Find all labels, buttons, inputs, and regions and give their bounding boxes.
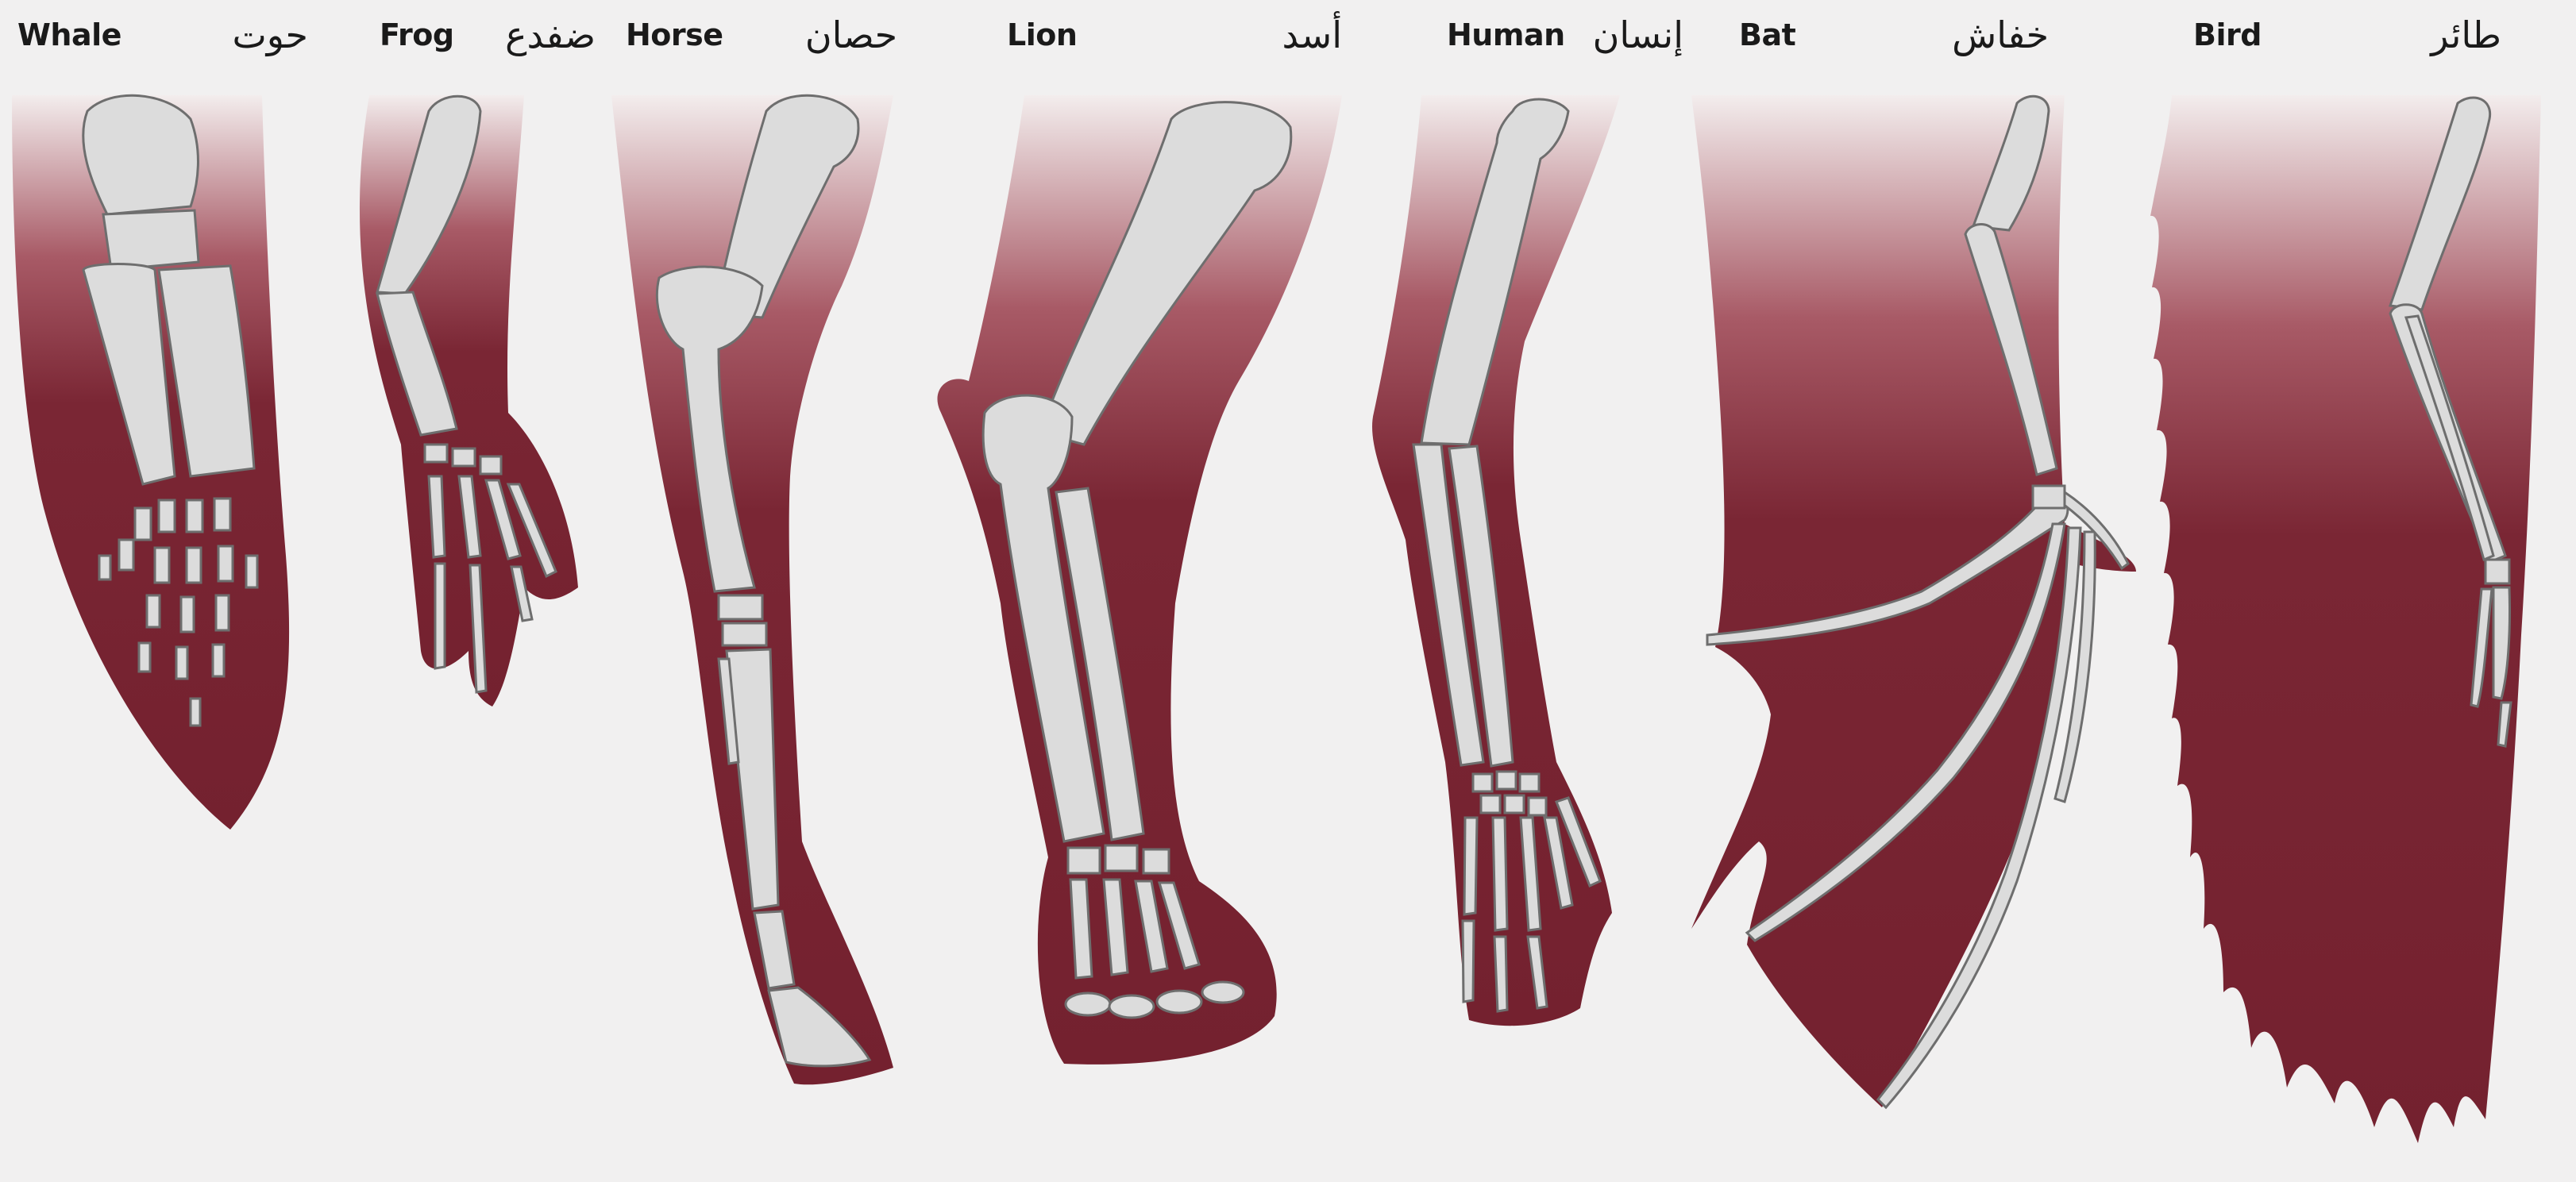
whale-forelimb-icon — [12, 95, 289, 830]
horse-forelimb-icon — [611, 95, 893, 1084]
human-arm-icon — [1372, 95, 1620, 1026]
bat-wing-icon — [1691, 95, 2136, 1107]
bird-wing-icon — [2150, 95, 2541, 1143]
frog-forelimb-icon — [360, 95, 578, 707]
lion-forelimb-icon — [937, 95, 1342, 1065]
